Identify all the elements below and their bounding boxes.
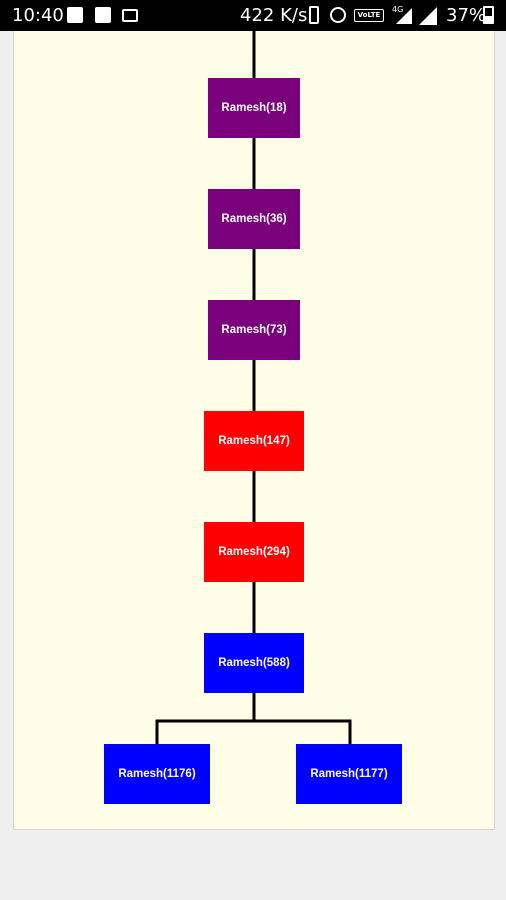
signal-icon-sim2 [419, 7, 437, 25]
signal-icon-sim1 [396, 8, 412, 24]
network-speed: 422 K/s [240, 5, 308, 26]
notification-icon [67, 7, 83, 23]
clock: 10:40 [12, 5, 64, 26]
tree-panel[interactable]: Ramesh(18) Ramesh(36) Ramesh(73) Ramesh(… [13, 31, 495, 830]
vibrate-icon [309, 6, 319, 24]
status-bar: 10:40 422 K/s VoLTE 4G 37% [0, 0, 506, 31]
keyboard-notification-icon [122, 9, 138, 22]
connector [155, 719, 352, 744]
tree-node[interactable]: Ramesh(36) [208, 189, 300, 249]
tree-node[interactable]: Ramesh(18) [208, 78, 300, 138]
image-notification-icon [95, 7, 111, 23]
tree-node[interactable]: Ramesh(588) [204, 633, 304, 693]
hotspot-icon [330, 7, 346, 23]
battery-icon [483, 6, 494, 24]
tree-connectors [155, 31, 352, 744]
tree-node[interactable]: Ramesh(73) [208, 300, 300, 360]
tree-node[interactable]: Ramesh(1177) [296, 744, 402, 804]
battery-percent: 37% [446, 5, 487, 26]
tree-node[interactable]: Ramesh(147) [204, 411, 304, 471]
volte-icon: VoLTE [354, 9, 384, 22]
tree-node[interactable]: Ramesh(1176) [104, 744, 210, 804]
tree-node[interactable]: Ramesh(294) [204, 522, 304, 582]
